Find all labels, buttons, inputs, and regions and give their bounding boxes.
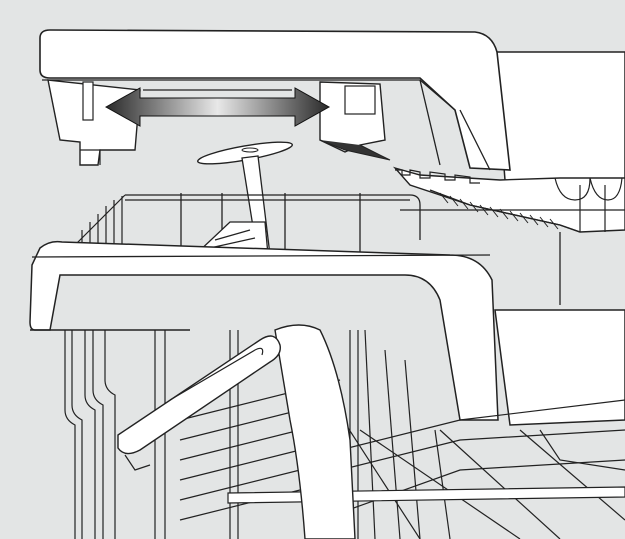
dish-item <box>274 324 356 539</box>
right-cabinet-panel <box>494 51 625 181</box>
basket-wires <box>64 329 625 539</box>
slide-direction-arrow-icon <box>104 87 331 127</box>
right-lower-panel <box>494 309 625 426</box>
rail-track <box>392 166 625 233</box>
upper-basket-rail <box>29 240 499 421</box>
basket-side-wires <box>74 194 126 246</box>
basket-back-wires <box>125 193 625 305</box>
cup-shelf <box>117 335 281 471</box>
